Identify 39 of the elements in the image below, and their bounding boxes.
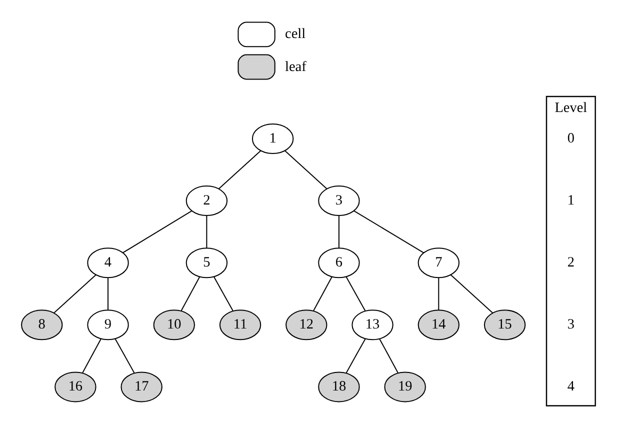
node-ellipse: 17: [120, 371, 162, 402]
node-ellipse: 14: [418, 309, 460, 340]
node-ellipse: 3: [318, 185, 360, 216]
connector: [379, 338, 398, 373]
node-ellipse: 18: [318, 371, 360, 402]
node-ellipse: 5: [186, 247, 228, 278]
node-ellipse: 6: [318, 247, 360, 278]
connector: [346, 338, 366, 373]
connector: [354, 210, 424, 253]
node-ellipse: 7: [418, 247, 460, 278]
connector: [338, 215, 340, 248]
node-ellipse: 4: [87, 247, 129, 278]
connector: [180, 276, 200, 311]
connector: [122, 210, 192, 253]
legend-label: cell: [285, 26, 306, 42]
node-ellipse: 12: [286, 309, 328, 340]
connector: [450, 274, 494, 313]
connector: [284, 150, 328, 189]
node-ellipse: 15: [484, 309, 526, 340]
node-ellipse: 13: [352, 309, 394, 340]
node-ellipse: 10: [153, 309, 195, 340]
node-ellipse: 16: [54, 371, 96, 402]
node-ellipse: 11: [219, 309, 262, 340]
node-ellipse: 1: [252, 122, 294, 154]
connector: [206, 215, 208, 248]
node-ellipse: 9: [87, 309, 129, 340]
connector: [54, 274, 96, 313]
node-ellipse: 19: [384, 371, 426, 402]
connector: [346, 276, 366, 311]
connector: [438, 277, 440, 310]
node-ellipse: 8: [21, 309, 63, 340]
connector: [218, 150, 262, 189]
connector: [114, 338, 135, 373]
connector: [214, 276, 234, 311]
node-box: Level 0 1 2 3 4: [546, 95, 596, 406]
connector: [313, 276, 332, 311]
legend-label: leaf: [285, 58, 306, 74]
connector: [82, 338, 102, 373]
node-ellipse: 2: [186, 185, 228, 216]
